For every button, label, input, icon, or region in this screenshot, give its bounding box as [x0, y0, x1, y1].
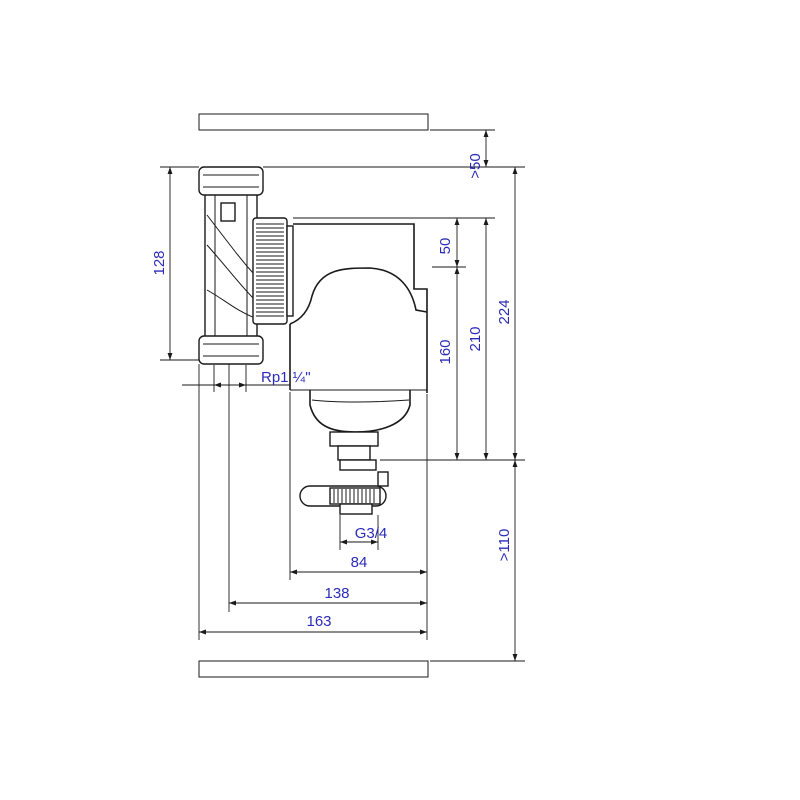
drain-valve: [299, 431, 389, 515]
dim-label-width-138: 138: [324, 585, 349, 602]
knurled-ring: [252, 217, 294, 325]
dimension-lines: [167, 130, 518, 661]
dim-label-drain-thread: G3/4: [355, 525, 388, 542]
dim-label-width-163: 163: [306, 613, 331, 630]
dim-label-total-height: 224: [496, 299, 513, 324]
vertical-pipe: [204, 191, 258, 341]
dim-label-bottom-clearance: >110: [496, 529, 513, 562]
top-hatched-plane: [198, 113, 429, 131]
upper-union-nut: [198, 166, 264, 196]
dim-label-body-height: 160: [437, 339, 454, 364]
dim-label-top-clearance: >50: [467, 153, 484, 178]
dim-label-thread-size: Rp1 ¼": [261, 369, 311, 386]
dim-label-upper-gap: 50: [437, 238, 454, 255]
dim-label-width-84: 84: [351, 554, 368, 571]
dim-label-pipe-height: 128: [151, 250, 168, 275]
filter-body: [289, 223, 428, 433]
bottom-hatched-plane: [198, 660, 429, 678]
lower-union-nut: [198, 335, 264, 365]
dim-label-height-210: 210: [467, 326, 484, 351]
